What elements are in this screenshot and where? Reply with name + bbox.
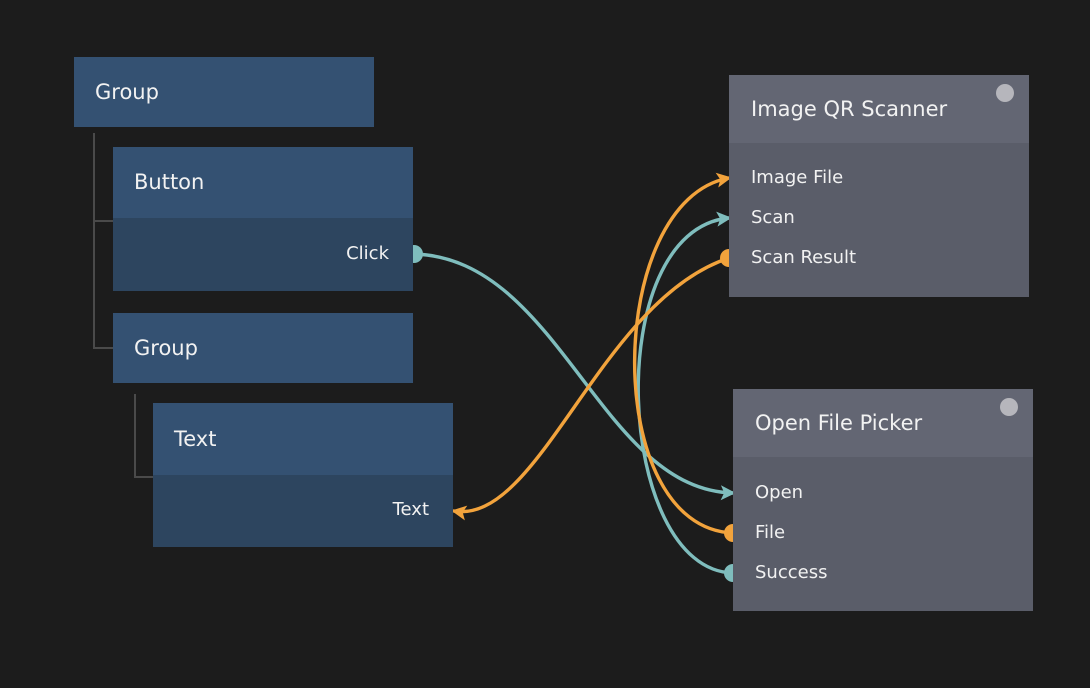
node-title: Group <box>95 79 159 104</box>
node-header-open-file-picker[interactable]: Open File Picker <box>733 389 1033 457</box>
tree-connector-tick <box>93 220 114 222</box>
node-header-group-root[interactable]: Group <box>74 57 374 127</box>
wire-path[interactable] <box>451 256 731 521</box>
tree-connector-vertical <box>93 133 95 347</box>
node-body-text: Text <box>153 475 453 547</box>
node-body-button: Click <box>113 218 413 291</box>
node-title: Open File Picker <box>755 410 923 435</box>
node-header-button[interactable]: Button <box>113 147 413 218</box>
port-text[interactable]: Text <box>392 499 429 520</box>
port-image-file[interactable]: Image File <box>751 167 844 188</box>
node-title: Image QR Scanner <box>751 96 948 121</box>
wire-path[interactable] <box>412 252 736 501</box>
tree-connector-tick <box>134 476 154 478</box>
node-header-image-qr-scanner[interactable]: Image QR Scanner <box>729 75 1029 143</box>
port-success[interactable]: Success <box>755 562 828 583</box>
tree-connector-vertical <box>134 394 136 476</box>
port-click[interactable]: Click <box>346 243 389 264</box>
wire-scan-result-to-text[interactable] <box>451 249 738 521</box>
port-file[interactable]: File <box>755 522 786 543</box>
tree-connector-tick <box>93 347 114 349</box>
wire-path[interactable] <box>636 211 735 575</box>
node-group-root[interactable]: Group <box>74 57 374 127</box>
wire-success-to-scan[interactable] <box>636 211 742 582</box>
node-grip-dot-icon[interactable] <box>996 84 1014 102</box>
node-grip-dot-icon[interactable] <box>1000 398 1018 416</box>
node-title: Button <box>134 170 205 194</box>
port-scan[interactable]: Scan <box>751 207 795 228</box>
wire-file-to-image-file[interactable] <box>633 172 742 542</box>
node-title: Text <box>174 426 217 451</box>
node-group-child[interactable]: Group <box>113 313 413 383</box>
node-header-text[interactable]: Text <box>153 403 453 475</box>
port-scan-result[interactable]: Scan Result <box>751 247 857 268</box>
port-open[interactable]: Open <box>755 482 804 503</box>
node-header-group-child[interactable]: Group <box>113 313 413 383</box>
wire-click-to-open[interactable] <box>405 245 736 501</box>
wire-path[interactable] <box>633 172 735 535</box>
node-title: Group <box>134 335 198 360</box>
